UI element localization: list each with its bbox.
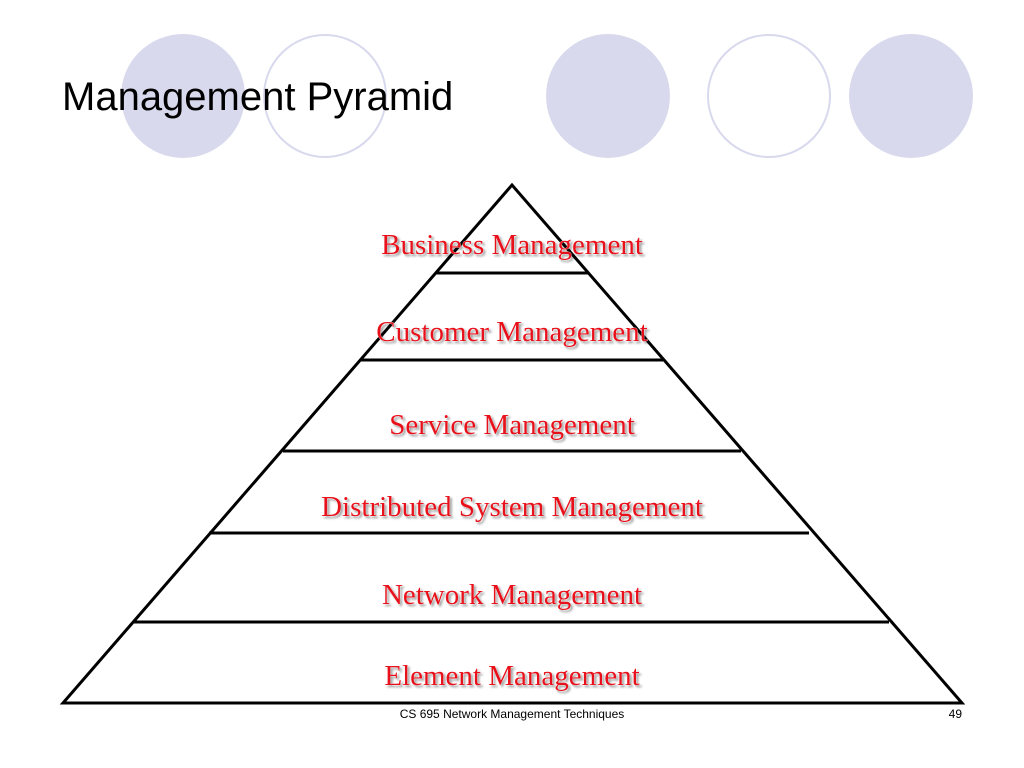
level-network-management: Network Management: [382, 579, 642, 611]
level-customer-management: Customer Management: [376, 316, 647, 348]
decor-circle-filled-3: [849, 34, 973, 158]
level-distributed-system-management: Distributed System Management: [321, 491, 703, 523]
level-business-management: Business Management: [381, 229, 643, 261]
pyramid-outline: [59, 182, 966, 705]
decor-circle-outline-2: [707, 34, 831, 158]
decor-circle-filled-2: [546, 34, 670, 158]
level-element-management: Element Management: [384, 660, 639, 692]
decor-circle-outline-1: [263, 34, 387, 158]
level-service-management: Service Management: [389, 409, 635, 441]
decor-circle-filled-1: [121, 34, 245, 158]
footer-page-number: 49: [948, 707, 962, 721]
slide-title: Management Pyramid: [62, 75, 454, 119]
footer-course-name: CS 695 Network Management Techniques: [399, 707, 625, 721]
